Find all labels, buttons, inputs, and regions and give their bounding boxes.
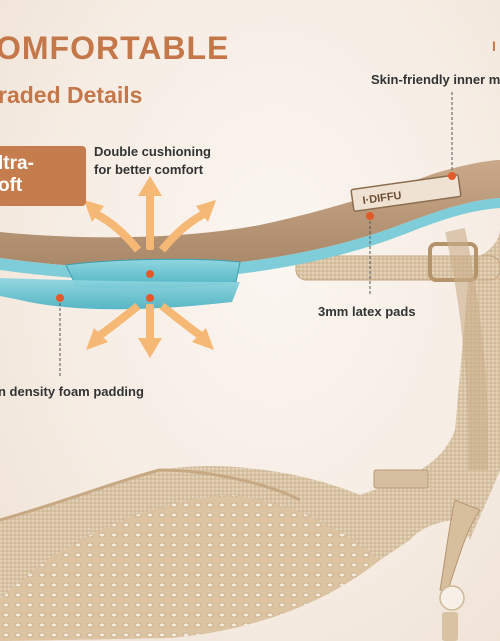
callout-lines (59, 92, 453, 376)
callout-foam-padding: n density foam padding (0, 384, 144, 399)
foam-padding (0, 278, 240, 310)
subhead: raded Details (0, 82, 143, 108)
callout-double-line-1: Double cushioning (94, 144, 211, 159)
callout-inner-material: Skin-friendly inner m (371, 72, 500, 87)
pearl-heel-icon (439, 585, 465, 611)
marker-dot (56, 294, 64, 302)
ultra-soft-badge: ltra- oft (0, 146, 86, 206)
marker-dot (146, 294, 154, 302)
shoe-body (0, 227, 500, 641)
insole-logo-plate (350, 174, 462, 212)
marker-dot (366, 212, 374, 220)
arrow-down-right-icon (159, 302, 207, 342)
arrow-down-icon (146, 304, 154, 344)
arrow-down-left-icon (93, 302, 141, 342)
badge-line-2: oft (0, 175, 23, 196)
callout-double-line-2: for better comfort (94, 162, 204, 177)
arrow-up-icon (146, 190, 154, 250)
pressure-arrows (84, 176, 216, 358)
insole-logo-text: I·DIFFU (362, 190, 402, 207)
ankle-strap (295, 255, 500, 281)
badge-line-1: ltra- (0, 153, 34, 174)
crystal-vamp (0, 495, 380, 641)
marker-dot (146, 270, 154, 278)
callout-latex-pads: 3mm latex pads (318, 304, 416, 319)
callout-double-cushioning: Double cushioning for better comfort (94, 143, 211, 179)
headline: OMFORTABLE (0, 30, 230, 66)
corner-mark: I (492, 38, 496, 54)
marker-dot (448, 172, 456, 180)
